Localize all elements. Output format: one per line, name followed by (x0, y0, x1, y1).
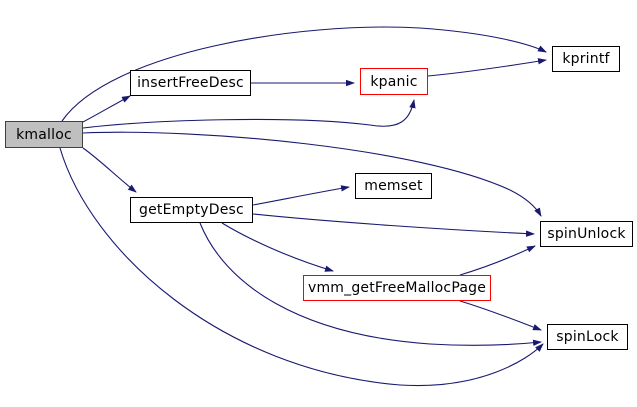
edge-kmalloc-kpanic (82, 99, 416, 129)
edge-kmalloc-getemptydesc (82, 147, 137, 193)
edge-vmm-spinunlock (459, 245, 536, 276)
node-memset-label: memset (364, 178, 423, 194)
edge-kmalloc-kprintf (61, 26, 547, 122)
node-kprintf-label: kprintf (562, 51, 610, 67)
node-kmalloc[interactable]: kmalloc (5, 121, 83, 148)
edge-kmalloc-insertfreedesc (82, 95, 131, 123)
node-kpanic-label: kpanic (370, 73, 418, 90)
node-spinlock-label: spinLock (556, 329, 619, 345)
node-memset[interactable]: memset (355, 173, 432, 199)
edge-getemptydesc-vmm (221, 222, 334, 272)
node-insertfreedesc-label: insertFreeDesc (137, 75, 244, 91)
node-spinlock[interactable]: spinLock (547, 324, 628, 350)
node-insertfreedesc[interactable]: insertFreeDesc (130, 70, 251, 96)
node-kpanic[interactable]: kpanic (360, 68, 428, 95)
node-kmalloc-label: kmalloc (16, 126, 72, 143)
edge-getemptydesc-spinunlock (252, 213, 535, 237)
edge-getemptydesc-spinlock (199, 222, 542, 346)
node-vmm-getfreemallocpage-label: vmm_getFreeMallocPage (307, 280, 487, 296)
edge-kmalloc-spinlock (59, 147, 544, 387)
node-vmm-getfreemallocpage[interactable]: vmm_getFreeMallocPage (303, 275, 491, 301)
edge-getemptydesc-memset (252, 185, 350, 206)
edge-kmalloc-spinunlock (82, 131, 542, 217)
node-spinunlock-label: spinUnlock (547, 226, 626, 242)
edge-kpanic-kprintf (427, 58, 547, 77)
node-kprintf[interactable]: kprintf (552, 46, 620, 72)
node-getemptydesc[interactable]: getEmptyDesc (130, 197, 253, 223)
edge-vmm-spinlock (459, 300, 542, 331)
node-spinunlock[interactable]: spinUnlock (540, 221, 633, 247)
node-getemptydesc-label: getEmptyDesc (139, 202, 244, 218)
